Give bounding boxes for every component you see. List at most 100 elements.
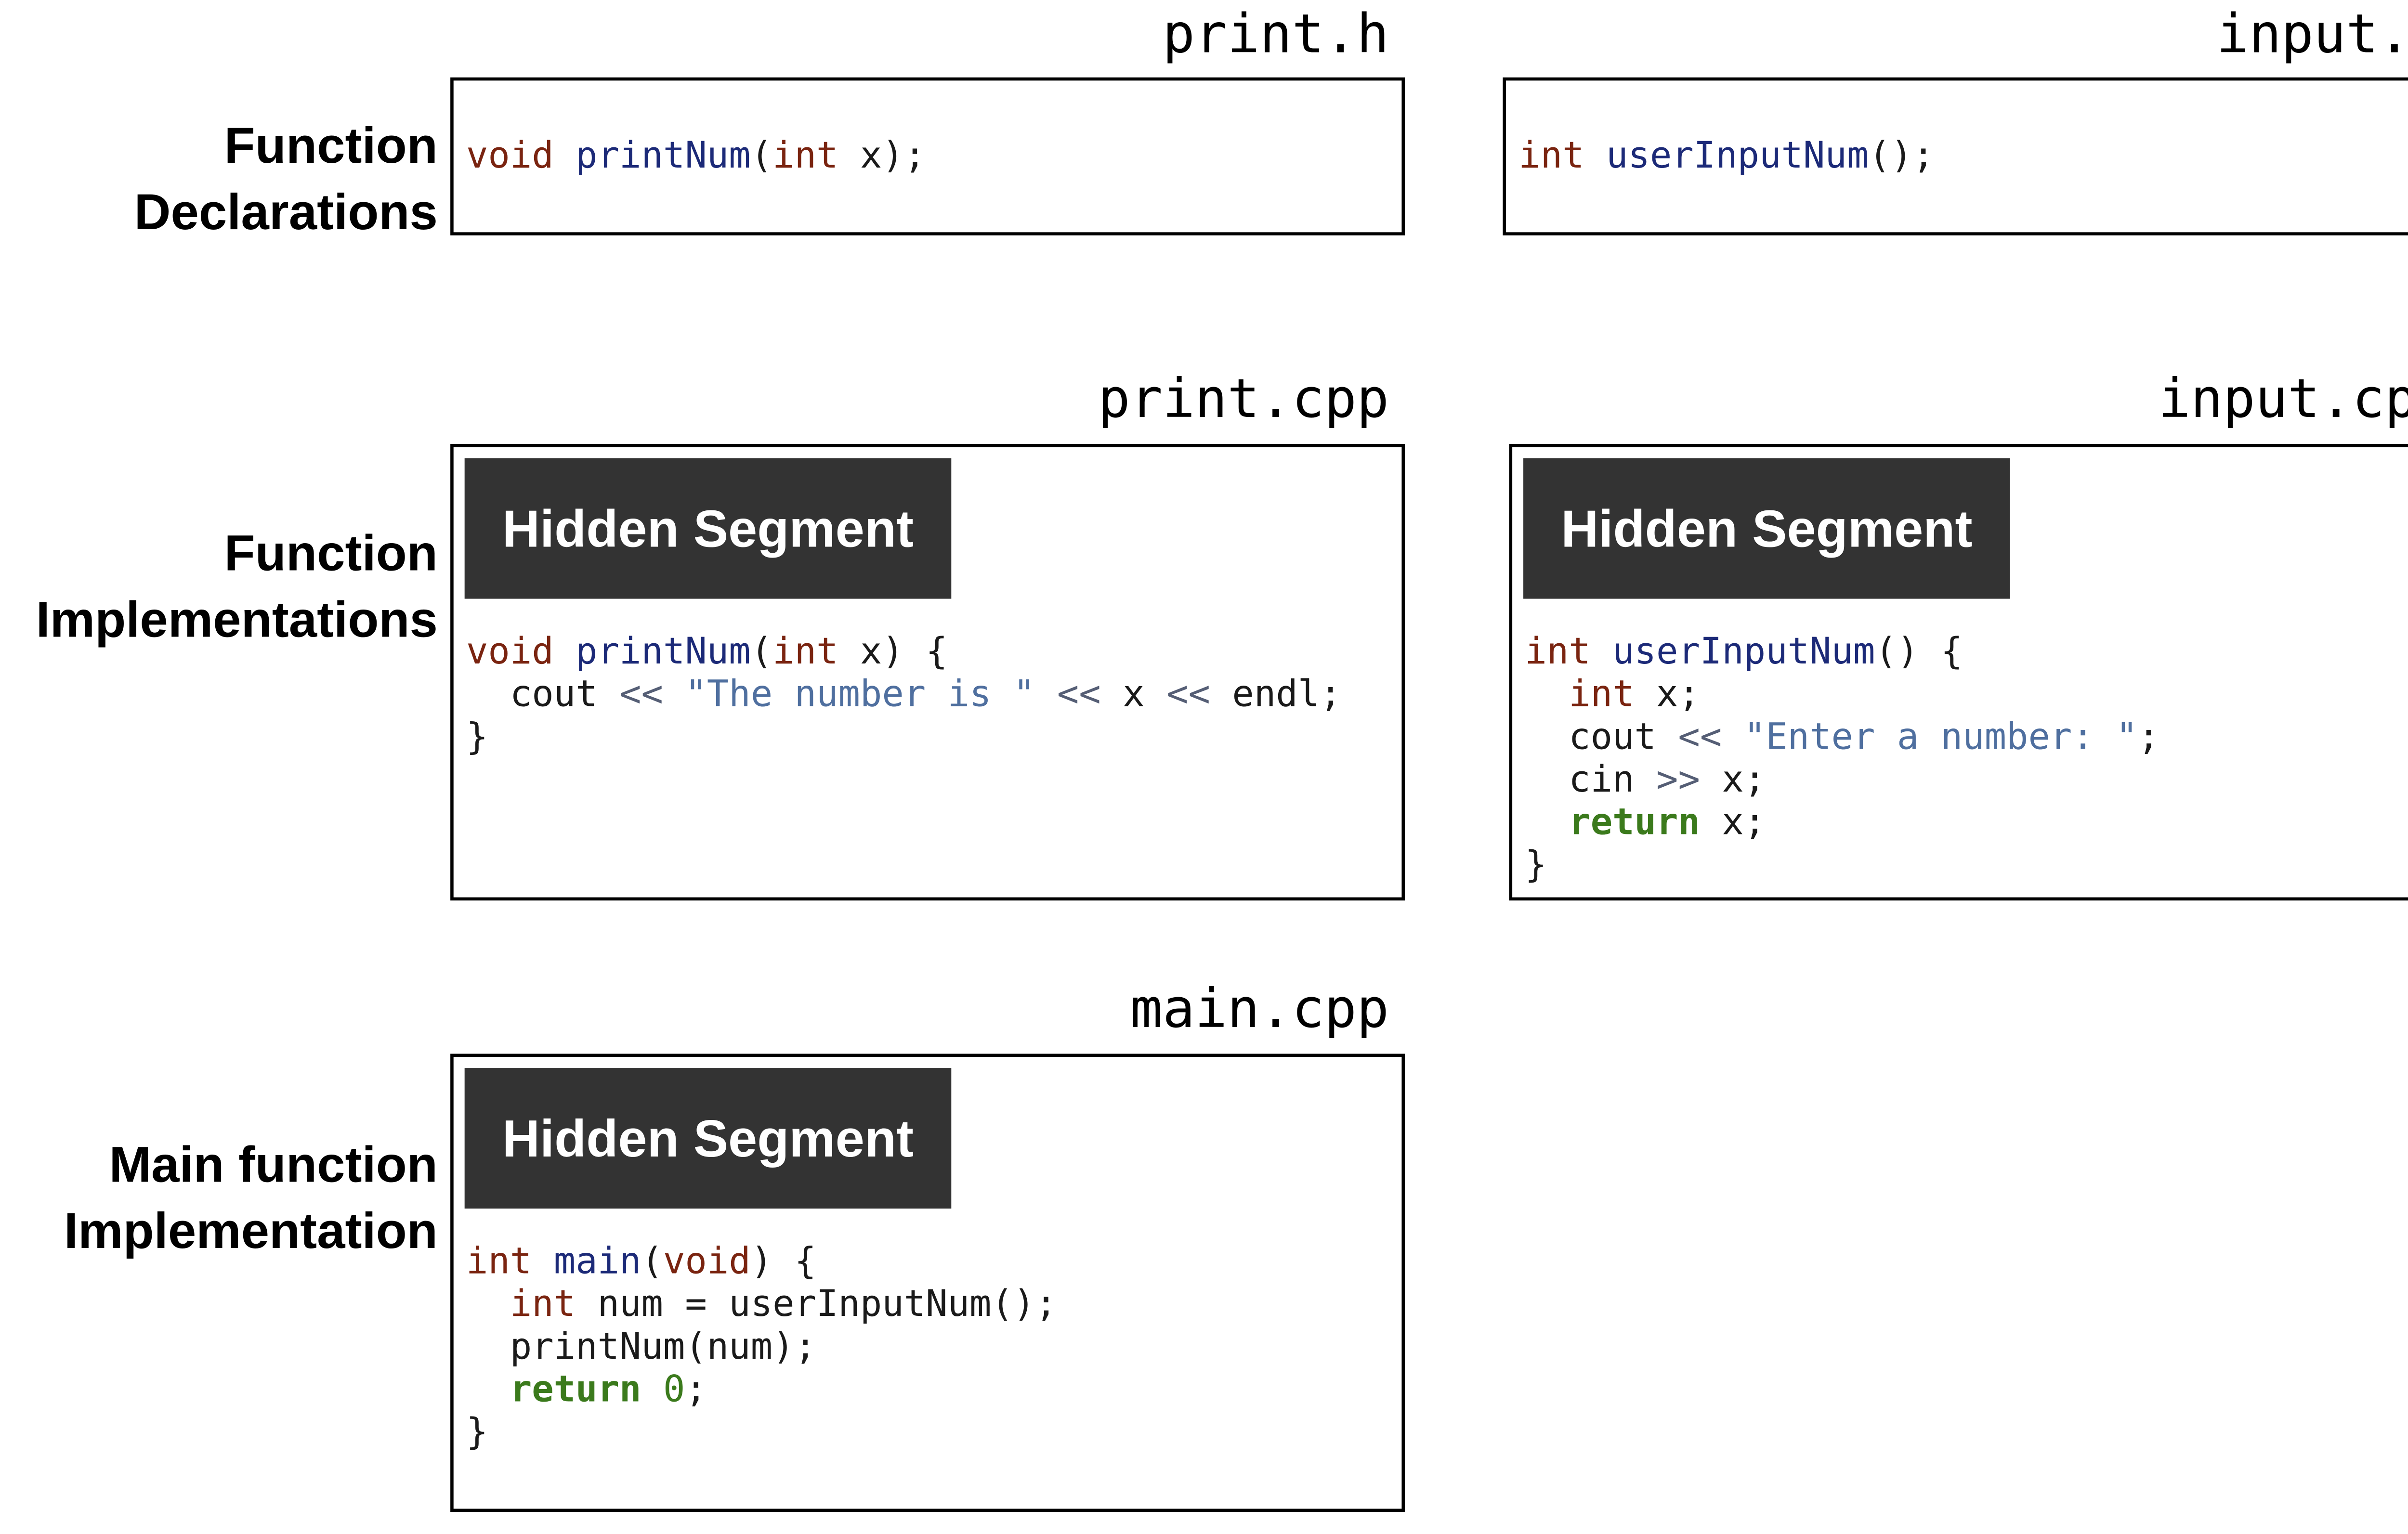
code-block: int userInputNum() { int x; cout << "Ent… <box>1525 632 2159 888</box>
code-token <box>1584 136 1606 177</box>
code-token: endl; <box>1210 675 1342 716</box>
code-line: int x; <box>1525 675 2159 717</box>
file-title-input-h: input.h <box>2216 3 2408 66</box>
code-token <box>554 136 576 177</box>
row-label-function-declarations: Function Declarations <box>0 112 438 245</box>
code-box-input-cpp: Hidden Segment int userInputNum() { int … <box>1509 444 2408 901</box>
code-token: ; <box>2137 717 2160 758</box>
code-token: int <box>1525 632 1591 673</box>
code-line: void printNum(int x); <box>466 136 926 179</box>
code-token: printNum(num); <box>466 1327 816 1368</box>
code-token: cin <box>1525 760 1657 801</box>
code-token: cout <box>466 675 620 716</box>
code-token: << <box>619 675 663 716</box>
code-token: ( <box>750 136 773 177</box>
code-token: void <box>663 1242 751 1283</box>
code-token: main <box>553 1242 641 1283</box>
code-token <box>1525 803 1569 844</box>
code-token: ( <box>750 632 773 673</box>
code-token: int <box>1569 675 1635 716</box>
code-line: printNum(num); <box>466 1327 1057 1370</box>
code-token: ; <box>685 1369 707 1411</box>
code-token: 0 <box>663 1369 685 1411</box>
code-token: ( <box>641 1242 663 1283</box>
code-line: cout << "Enter a number: "; <box>1525 717 2159 760</box>
code-line: return x; <box>1525 803 2159 845</box>
code-token <box>466 1285 510 1326</box>
code-token: x <box>1100 675 1167 716</box>
code-token: userInputNum <box>1606 136 1869 177</box>
file-title-input-cpp: input.cpp <box>2158 368 2408 431</box>
code-line: } <box>1525 845 2159 888</box>
hidden-segment-placeholder: Hidden Segment <box>464 1068 952 1209</box>
code-box-input-h: int userInputNum(); <box>1503 77 2408 235</box>
code-token: } <box>466 1412 488 1454</box>
code-line: int userInputNum(); <box>1518 136 1934 179</box>
hidden-segment-placeholder: Hidden Segment <box>464 458 952 599</box>
file-title-print-h: print.h <box>1162 3 1389 66</box>
code-line: cin >> x; <box>1525 760 2159 803</box>
code-line: int userInputNum() { <box>1525 632 2159 675</box>
code-token: x; <box>1700 760 1766 801</box>
code-token <box>663 675 685 715</box>
code-box-main-cpp: Hidden Segment int main(void) { int num … <box>450 1053 1405 1512</box>
code-token: userInputNum <box>1612 632 1875 673</box>
code-token <box>1525 675 1569 715</box>
code-token: ) { <box>750 1242 817 1283</box>
code-token: int <box>772 136 838 177</box>
code-token: cout <box>1525 717 1678 758</box>
row-label-line: Implementation <box>64 1202 438 1260</box>
code-block: void printNum(int x) { cout << "The numb… <box>466 632 1342 760</box>
code-line: int main(void) { <box>466 1242 1057 1285</box>
code-token: x; <box>1700 802 1766 844</box>
code-token: int <box>510 1284 576 1326</box>
code-token <box>532 1242 553 1283</box>
code-token: x) { <box>838 632 948 673</box>
code-token <box>1035 675 1057 715</box>
code-line: } <box>466 1412 1057 1455</box>
row-label-line: Implementations <box>36 591 438 648</box>
code-block: int main(void) { int num = userInputNum(… <box>466 1242 1057 1455</box>
code-line: int num = userInputNum(); <box>466 1285 1057 1327</box>
code-token: (); <box>1869 136 1935 177</box>
code-token <box>1591 632 1612 673</box>
code-token <box>1722 717 1743 758</box>
code-box-print-cpp: Hidden Segment void printNum(int x) { co… <box>450 444 1405 901</box>
row-label-main-function-implementation: Main function Implementation <box>0 1131 438 1264</box>
code-token: x); <box>838 136 926 177</box>
code-token: "Enter a number: " <box>1743 717 2138 758</box>
code-line: } <box>466 717 1342 760</box>
code-token <box>554 632 576 673</box>
code-token: << <box>1166 675 1210 716</box>
code-token: printNum <box>576 136 751 177</box>
code-token: printNum <box>576 632 751 673</box>
code-line: void printNum(int x) { <box>466 632 1342 675</box>
code-token: } <box>466 717 488 758</box>
code-token: () { <box>1875 632 1963 673</box>
row-label-line: Function <box>224 117 438 174</box>
code-token <box>466 1370 510 1411</box>
hidden-segment-placeholder: Hidden Segment <box>1523 458 2010 599</box>
code-block: void printNum(int x); <box>466 136 926 179</box>
code-line: return 0; <box>466 1370 1057 1413</box>
row-label-line: Declarations <box>134 183 438 240</box>
code-block: int userInputNum(); <box>1518 136 1934 179</box>
row-label-function-implementations: Function Implementations <box>0 520 438 653</box>
code-token: return <box>510 1369 641 1411</box>
file-title-print-cpp: print.cpp <box>1098 368 1389 431</box>
code-box-print-h: void printNum(int x); <box>450 77 1405 235</box>
code-token <box>641 1370 663 1411</box>
row-label-line: Function <box>224 524 438 582</box>
code-token: << <box>1678 717 1722 758</box>
code-token: void <box>466 136 554 177</box>
code-token: "The number is " <box>685 675 1035 716</box>
code-token: void <box>466 632 554 673</box>
code-line: cout << "The number is " << x << endl; <box>466 675 1342 717</box>
file-title-main-cpp: main.cpp <box>1130 978 1389 1041</box>
code-token: int <box>466 1242 532 1283</box>
row-label-line: Main function <box>109 1136 438 1193</box>
code-token: >> <box>1656 760 1700 801</box>
code-token: } <box>1525 845 1547 886</box>
code-token: x; <box>1634 675 1700 716</box>
